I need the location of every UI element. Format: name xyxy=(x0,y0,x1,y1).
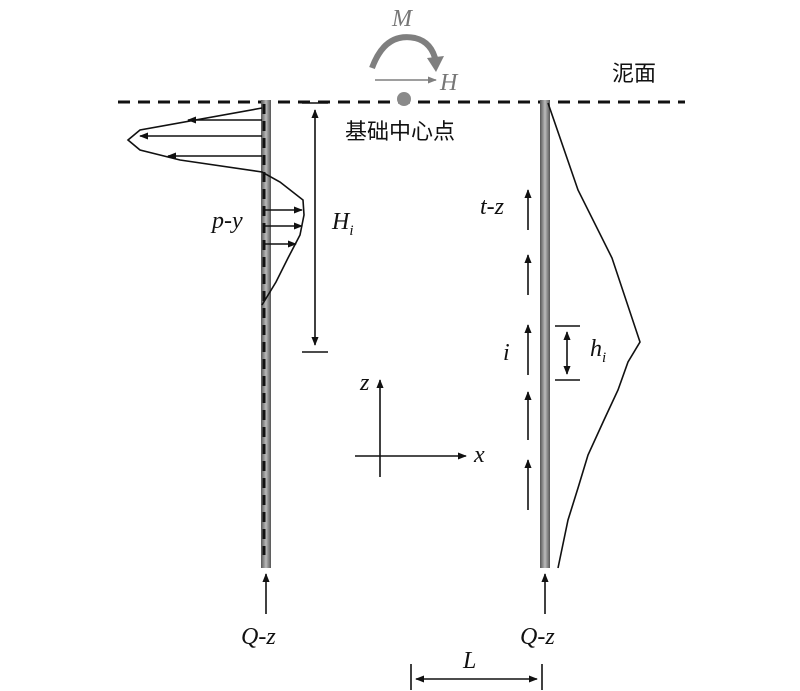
moment-arrow-icon xyxy=(369,34,439,70)
tz-distribution-curve xyxy=(547,102,641,569)
moment-label: M xyxy=(391,6,414,32)
force-label: H xyxy=(439,70,459,96)
axis-z-label: z xyxy=(359,370,370,396)
right-pile xyxy=(540,100,550,568)
segment-index-label: i xyxy=(503,340,510,366)
t-z-label: t-z xyxy=(480,194,505,220)
p-y-label: p-y xyxy=(210,208,243,234)
moment-arrowhead xyxy=(427,56,444,72)
axis-x-label: x xyxy=(473,442,485,468)
seg-length-main: h xyxy=(590,336,602,362)
seg-length-sub: i xyxy=(602,350,606,366)
right-qz-label: Q-z xyxy=(520,624,555,650)
hi-label-sub: i xyxy=(349,223,353,239)
left-pile xyxy=(261,100,271,568)
pile-spacing-label: L xyxy=(462,648,476,674)
hi-label-main: H xyxy=(331,209,351,235)
left-qz-label: Q-z xyxy=(241,624,276,650)
foundation-center-dot-icon xyxy=(397,92,411,106)
foundation-center-label: 基础中心点 xyxy=(345,120,455,145)
p-y-curve xyxy=(126,107,305,306)
mudline-label: 泥面 xyxy=(612,62,656,87)
hi-label: Hi xyxy=(331,209,354,239)
seg-length-label: hi xyxy=(590,336,606,366)
